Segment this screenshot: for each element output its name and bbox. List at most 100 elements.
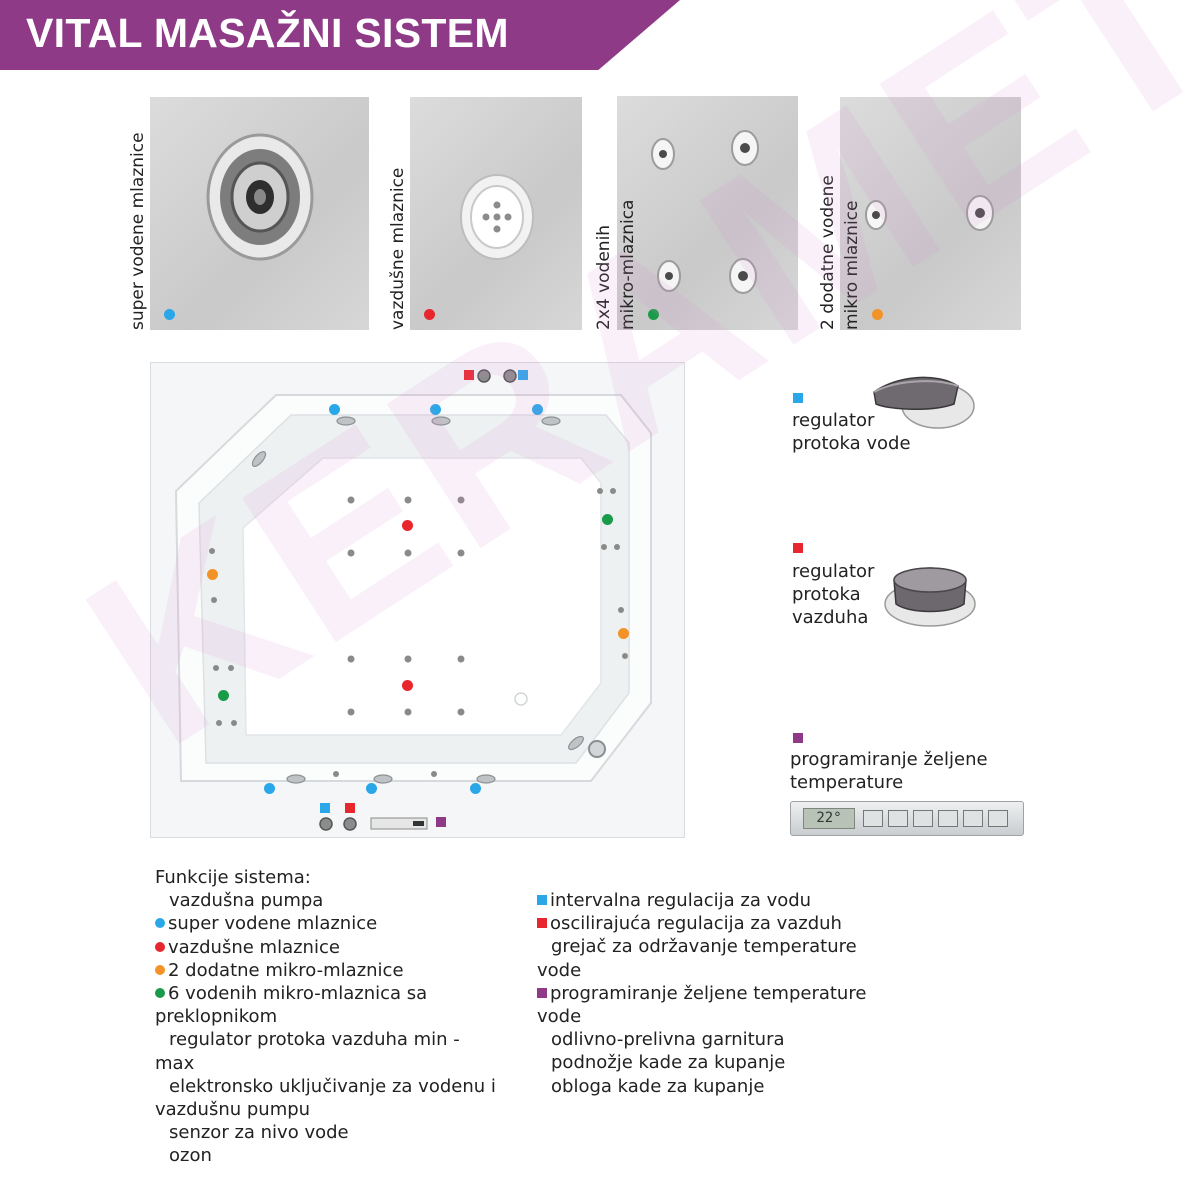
air-flow-regulator-label: regulator protoka vazduha <box>792 560 874 629</box>
marker-blue <box>430 404 441 415</box>
control-panel: 22° <box>790 801 1024 836</box>
function-item: podnožje kade za kupanje <box>551 1052 786 1074</box>
marker-blue <box>164 309 175 320</box>
marker-blue <box>329 404 340 415</box>
marker-red-square <box>793 543 803 553</box>
marker-purple-square <box>793 733 803 743</box>
function-item-continued: vode <box>537 959 582 981</box>
function-item: intervalna regulacija za vodu <box>537 889 866 912</box>
function-item-text: super vodene mlaznice <box>168 913 378 935</box>
water-regulator-line1: regulator <box>792 410 875 431</box>
super-water-jet-image <box>206 133 314 261</box>
marker-blue-square <box>518 370 528 380</box>
air-regulator-line1: regulator <box>792 561 875 582</box>
function-item: 6 vodenih mikro-mlaznica sa <box>155 982 496 1005</box>
function-item: oscilirajuća regulacija za vazduh <box>537 912 866 935</box>
label-micro-jets-line1: 2x4 vodenih <box>594 224 614 330</box>
marker-red <box>424 309 435 320</box>
marker-green <box>648 309 659 320</box>
air-regulator-line2: protoka <box>792 584 861 605</box>
photo-micro-jets <box>617 96 798 330</box>
label-micro-jets: 2x4 vodenih mikro-mlaznica <box>592 200 640 330</box>
marker-green <box>155 988 165 999</box>
function-item-continued: vode <box>537 1006 582 1028</box>
marker-blue <box>366 783 377 794</box>
function-item-continued: max <box>155 1052 195 1074</box>
marker-red <box>155 941 165 952</box>
functions-heading: Funkcije sistema: <box>155 867 311 888</box>
marker-red-square <box>464 370 474 380</box>
function-item: regulator protoka vazduha min - <box>169 1029 460 1051</box>
marker-blue <box>532 404 543 415</box>
water-flow-regulator-label: regulator protoka vode <box>792 409 911 455</box>
marker-blue <box>155 918 165 929</box>
air-regulator-knob-image <box>884 567 976 627</box>
page-title: VITAL MASAŽNI SISTEM <box>26 10 509 56</box>
air-regulator-line3: vazduha <box>792 607 869 628</box>
temperature-programming-label: programiranje željene temperature <box>790 748 988 794</box>
marker-red-square <box>345 803 355 813</box>
marker-blue-square <box>793 393 803 403</box>
air-jet-image <box>460 174 534 260</box>
marker-green <box>602 514 613 525</box>
bathtub-shape <box>174 369 652 831</box>
marker-blue-square <box>537 895 547 905</box>
function-item-text: 2 dodatne mikro-mlaznice <box>168 959 404 981</box>
label-extra-micro-jets-line2: mikro mlaznice <box>842 200 862 330</box>
panel-button-3[interactable] <box>913 810 933 827</box>
header-banner <box>0 0 680 70</box>
function-item-continued: preklopnikom <box>155 1006 278 1028</box>
marker-red <box>402 680 413 691</box>
marker-red <box>402 520 413 531</box>
label-micro-jets-line2: mikro-mlaznica <box>618 199 638 330</box>
bathtub-diagram <box>150 362 685 838</box>
marker-blue-square <box>320 803 330 813</box>
function-item: senzor za nivo vode <box>169 1122 349 1144</box>
function-item-text: programiranje željene temperature <box>550 982 867 1004</box>
photo-air-jet <box>410 97 582 330</box>
marker-orange <box>207 569 218 580</box>
marker-orange <box>155 964 165 975</box>
function-item: grejač za održavanje temperature <box>551 936 857 958</box>
marker-purple-square <box>537 987 547 998</box>
function-item: obloga kade za kupanje <box>551 1075 765 1097</box>
function-item: odlivno-prelivna garnitura <box>551 1029 785 1051</box>
label-air-jets: vazdušne mlaznice <box>388 167 408 330</box>
function-item-continued: vazdušnu pumpu <box>155 1099 311 1121</box>
function-item: programiranje željene temperature <box>537 982 866 1005</box>
panel-button-2[interactable] <box>888 810 908 827</box>
micro-jets-image <box>651 130 759 294</box>
marker-purple-square <box>436 817 446 827</box>
photo-super-water-jet <box>150 97 369 330</box>
function-item: super vodene mlaznice <box>155 912 496 935</box>
marker-red-square <box>537 918 547 929</box>
function-item-text: oscilirajuća regulacija za vazduh <box>550 913 842 935</box>
temp-label-line2: temperature <box>790 772 904 793</box>
panel-button-4[interactable] <box>938 810 958 827</box>
label-extra-micro-jets: 2 dodatne vodene mikro mlaznice <box>816 175 864 330</box>
function-item: 2 dodatne mikro-mlaznice <box>155 959 496 982</box>
functions-right-column: intervalna regulacija za vodu osciliraju… <box>537 889 866 1098</box>
panel-button-1[interactable] <box>863 810 883 827</box>
marker-green <box>218 690 229 701</box>
panel-button-5[interactable] <box>963 810 983 827</box>
function-item: ozon <box>169 1145 212 1167</box>
marker-orange <box>872 309 883 320</box>
function-item-text: 6 vodenih mikro-mlaznica sa <box>168 983 428 1005</box>
extra-micro-jets-image <box>865 195 994 231</box>
marker-orange <box>618 628 629 639</box>
marker-blue <box>264 783 275 794</box>
water-regulator-knob-image <box>873 376 975 429</box>
label-super-water-jets: super vodene mlaznice <box>128 132 148 330</box>
label-extra-micro-jets-line1: 2 dodatne vodene <box>818 175 838 330</box>
water-regulator-line2: protoka vode <box>792 433 911 454</box>
panel-button-6[interactable] <box>988 810 1008 827</box>
function-item: elektronsko uključivanje za vodenu i <box>169 1075 496 1097</box>
function-item-text: intervalna regulacija za vodu <box>550 890 812 911</box>
function-item-text: vazdušne mlaznice <box>168 936 340 958</box>
photo-extra-micro-jets <box>840 97 1021 330</box>
temperature-display: 22° <box>803 808 855 829</box>
function-item: vazdušna pumpa <box>169 890 324 912</box>
marker-blue <box>470 783 481 794</box>
temp-label-line1: programiranje željene <box>790 749 988 770</box>
